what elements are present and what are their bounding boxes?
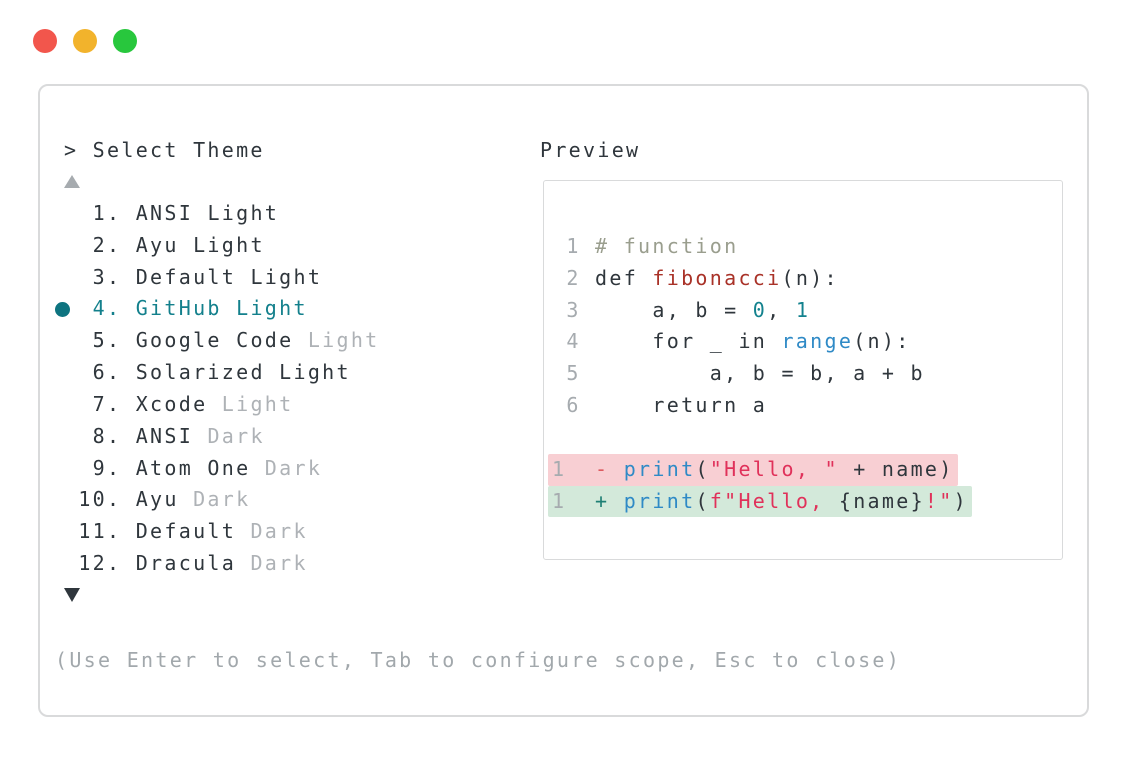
theme-name: Default bbox=[135, 519, 251, 544]
line-number: 1 bbox=[552, 456, 567, 481]
theme-number: 10. bbox=[64, 487, 136, 512]
theme-option-12[interactable]: 12. Dracula Dark bbox=[64, 548, 380, 580]
theme-option-7[interactable]: 7. Xcode Light bbox=[64, 389, 380, 421]
line-number: 4 bbox=[552, 329, 596, 354]
theme-picker-window: > Select Theme Preview 1. ANSI Light 2. … bbox=[38, 84, 1089, 717]
theme-number: 1. bbox=[64, 201, 136, 225]
code-line-6: 6 return a bbox=[552, 393, 768, 418]
code-line-4: 4 for _ in range(n): bbox=[552, 329, 911, 354]
theme-variant: Light bbox=[250, 264, 323, 289]
theme-number: 11. bbox=[64, 519, 136, 544]
theme-name: Google Code bbox=[135, 328, 308, 353]
theme-variant: Light bbox=[279, 360, 351, 385]
help-text: (Use Enter to select, Tab to configure s… bbox=[55, 648, 902, 672]
code-line-3: 3 a, b = 0, 1 bbox=[552, 297, 811, 322]
code-block: 1 # function 2 def fibonacci(n): 3 a, b … bbox=[548, 231, 972, 518]
line-number: 6 bbox=[552, 393, 596, 418]
traffic-lights bbox=[33, 29, 137, 53]
theme-variant: Light bbox=[236, 296, 308, 321]
theme-name: Default bbox=[135, 264, 251, 289]
close-button[interactable] bbox=[33, 29, 57, 53]
theme-option-2[interactable]: 2. Ayu Light bbox=[64, 230, 380, 262]
preview-pane: 1 # function 2 def fibonacci(n): 3 a, b … bbox=[543, 180, 1063, 560]
theme-variant: Light bbox=[307, 328, 380, 353]
theme-name: GitHub bbox=[135, 296, 237, 321]
line-number: 5 bbox=[552, 361, 596, 386]
theme-number: 4. bbox=[64, 296, 136, 321]
theme-number: 7. bbox=[64, 391, 136, 416]
theme-option-5[interactable]: 5. Google Code Light bbox=[64, 325, 380, 357]
theme-number: 5. bbox=[64, 328, 136, 353]
code-line-5: 5 a, b = b, a + b bbox=[552, 361, 925, 386]
theme-option-11[interactable]: 11. Default Dark bbox=[64, 516, 380, 548]
theme-option-8[interactable]: 8. ANSI Dark bbox=[64, 421, 380, 453]
minimize-button[interactable] bbox=[73, 29, 97, 53]
theme-number: 9. bbox=[64, 455, 136, 480]
preview-label: Preview bbox=[540, 138, 641, 162]
select-theme-title: > Select Theme bbox=[64, 138, 265, 162]
theme-name: Ayu bbox=[135, 487, 194, 512]
code-line-2: 2 def fibonacci(n): bbox=[552, 265, 839, 290]
theme-variant: Light bbox=[221, 391, 294, 416]
theme-variant: Dark bbox=[207, 423, 265, 448]
theme-option-10[interactable]: 10. Ayu Dark bbox=[64, 484, 380, 516]
theme-option-6[interactable]: 6. Solarized Light bbox=[64, 357, 380, 389]
theme-option-4[interactable]: 4. GitHub Light bbox=[55, 293, 380, 325]
theme-name: Solarized bbox=[135, 360, 280, 385]
theme-variant: Dark bbox=[264, 455, 323, 480]
line-number: 1 bbox=[552, 488, 567, 513]
zoom-button[interactable] bbox=[113, 29, 137, 53]
theme-name: Dracula bbox=[135, 550, 251, 575]
theme-variant: Dark bbox=[250, 519, 308, 544]
theme-number: 3. bbox=[64, 264, 136, 289]
theme-variant: Dark bbox=[193, 487, 251, 512]
line-number: 2 bbox=[552, 265, 596, 290]
diff-highlight-removed: 1 - print("Hello, " + name) bbox=[548, 453, 958, 486]
theme-number: 2. bbox=[64, 232, 136, 257]
theme-variant: Light bbox=[193, 232, 265, 257]
theme-variant: Light bbox=[207, 201, 280, 225]
scroll-down-icon[interactable] bbox=[64, 588, 80, 602]
theme-option-1[interactable]: 1. ANSI Light bbox=[64, 198, 380, 230]
theme-number: 6. bbox=[64, 360, 136, 385]
theme-name: ANSI bbox=[135, 201, 208, 225]
diff-line-removed: 1 - print("Hello, " + name) bbox=[548, 453, 972, 486]
theme-option-9[interactable]: 9. Atom One Dark bbox=[64, 453, 380, 485]
theme-name: ANSI bbox=[135, 423, 208, 448]
theme-name: Ayu bbox=[135, 232, 194, 257]
diff-highlight-added: 1 + print(f"Hello, {name}!") bbox=[548, 485, 972, 518]
line-number: 3 bbox=[552, 297, 596, 322]
theme-number: 8. bbox=[64, 423, 136, 448]
diff-line-added: 1 + print(f"Hello, {name}!") bbox=[548, 485, 972, 518]
theme-list: 1. ANSI Light 2. Ayu Light 3. Default Li… bbox=[55, 198, 380, 580]
theme-variant: Dark bbox=[250, 550, 308, 575]
code-line-1: 1 # function bbox=[552, 234, 739, 258]
scroll-up-icon[interactable] bbox=[64, 175, 80, 188]
theme-number: 12. bbox=[64, 550, 136, 575]
theme-option-3[interactable]: 3. Default Light bbox=[64, 262, 380, 294]
selected-bullet-icon bbox=[55, 301, 70, 317]
theme-name: Atom One bbox=[135, 455, 265, 480]
code-line-blank bbox=[552, 422, 972, 454]
line-number: 1 bbox=[552, 234, 596, 258]
theme-name: Xcode bbox=[135, 391, 222, 416]
